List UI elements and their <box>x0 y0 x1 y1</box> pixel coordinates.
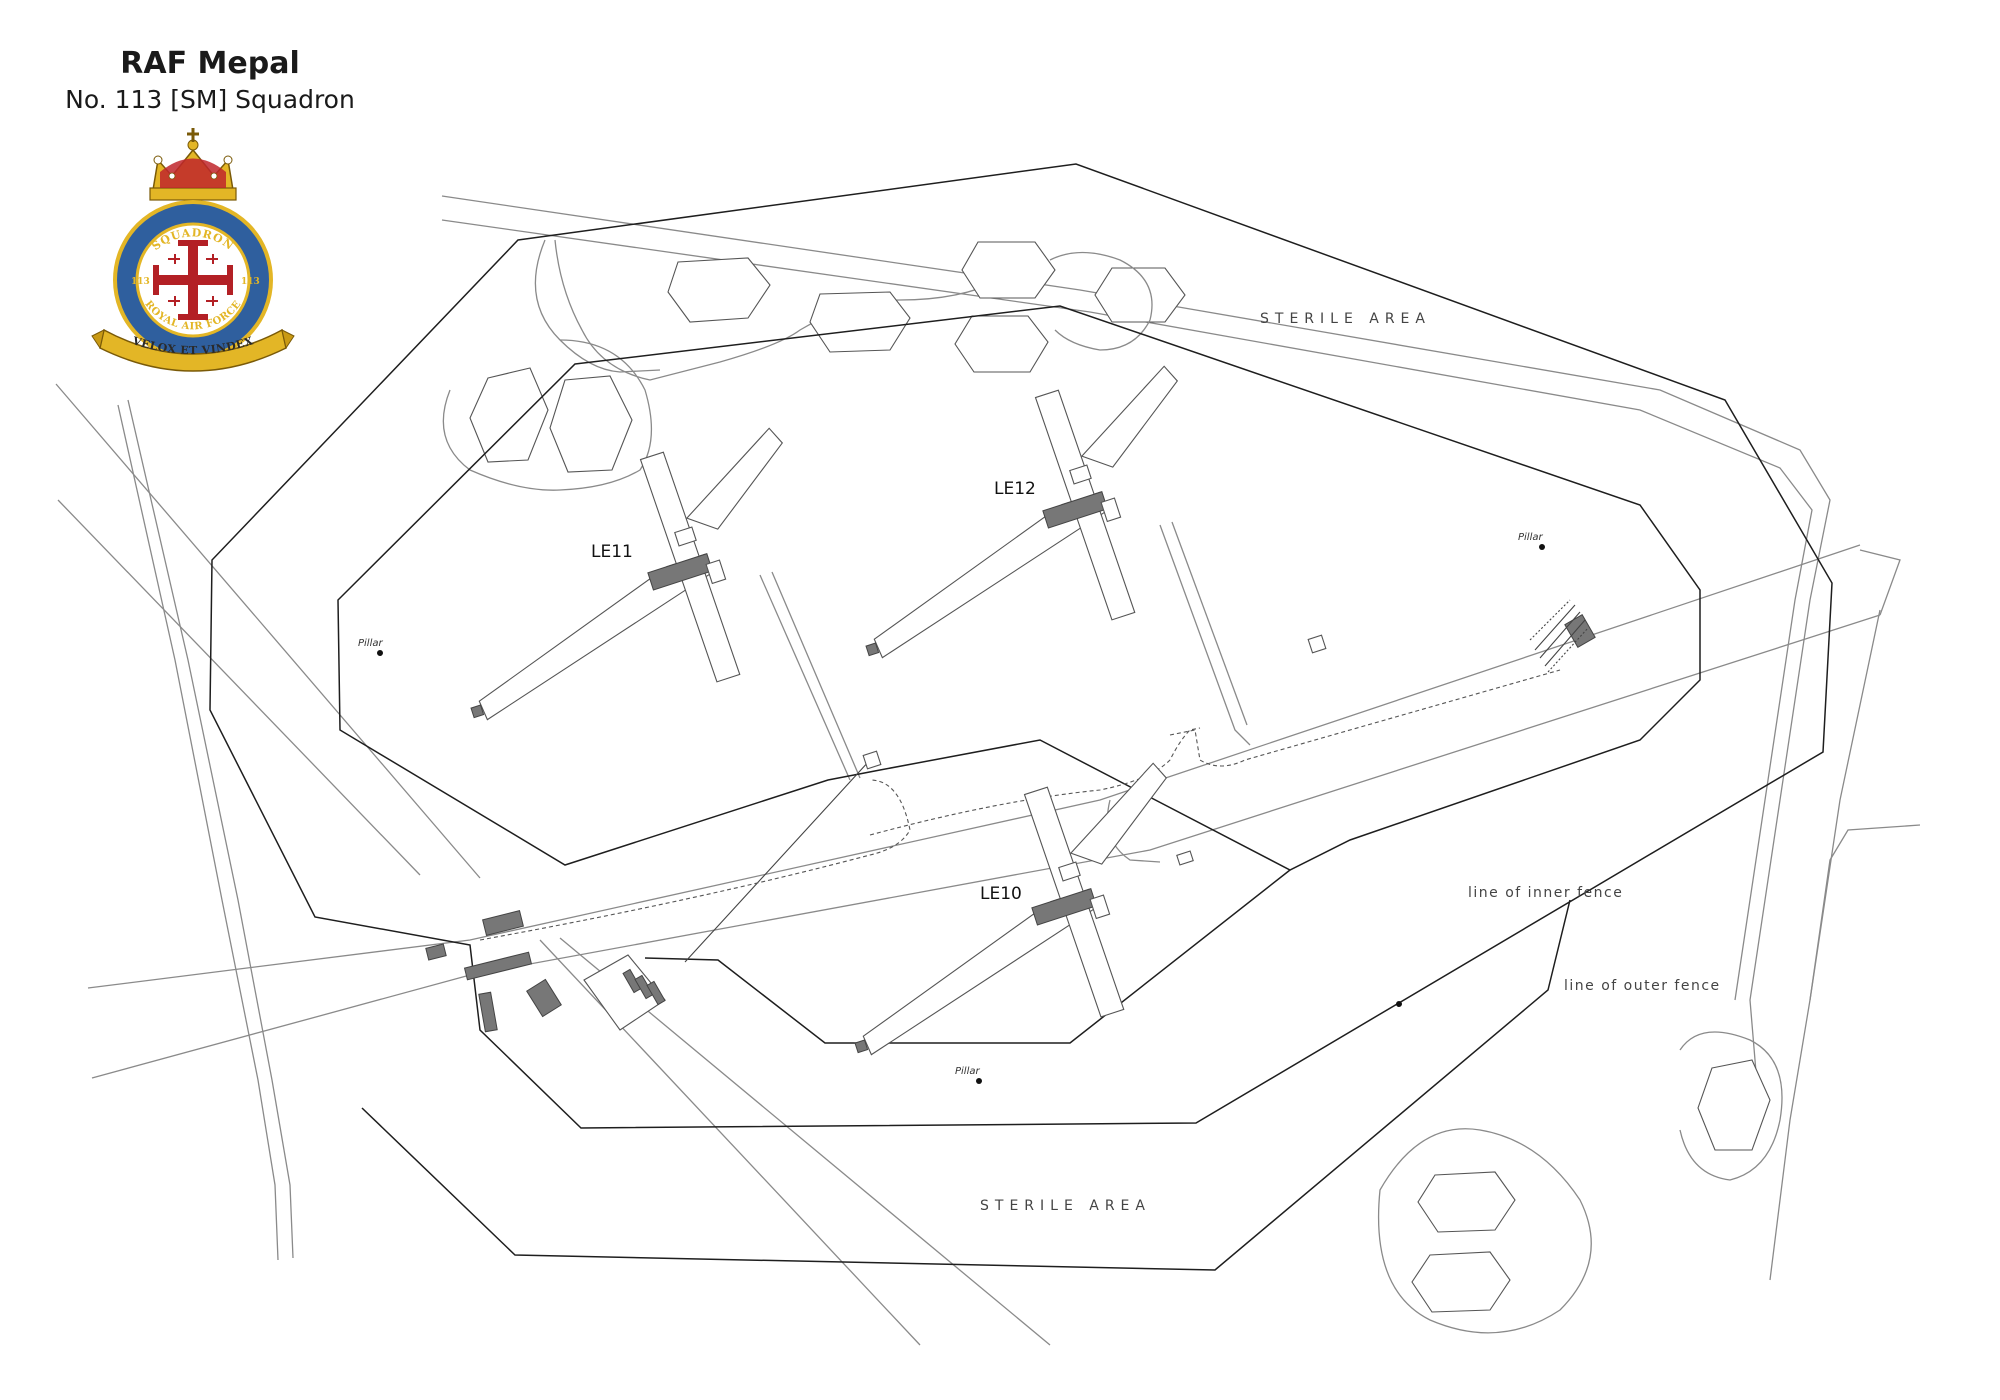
inner-fence <box>337 305 1701 871</box>
dispersal-5 <box>1094 267 1186 323</box>
track-top-a <box>441 195 1831 1121</box>
service-road-le11 <box>759 574 851 781</box>
inner-fence-south <box>644 869 1291 1044</box>
store-2 <box>526 978 562 1018</box>
le10-launcher-block <box>1031 888 1098 926</box>
scroll-end-right <box>281 329 295 350</box>
loop-nw <box>442 339 653 491</box>
dispersal-6 <box>469 367 549 463</box>
fence-connector-1 <box>684 759 871 963</box>
le10-tail <box>1069 762 1168 865</box>
road-central-diag <box>539 939 921 1346</box>
road-network <box>55 195 1921 1346</box>
le12-hut <box>865 642 880 657</box>
fences <box>209 163 1833 1271</box>
dashed-tracks <box>479 669 1561 941</box>
dashed-track-2 <box>869 727 1201 836</box>
misc-buildings <box>425 599 1596 1033</box>
road-nw-1 <box>55 383 481 879</box>
launch-emplacement-le11[interactable] <box>414 416 846 756</box>
service-road-le12 <box>1159 524 1251 746</box>
road-east-b <box>1859 549 1901 616</box>
dispersal-se-1 <box>1417 1171 1516 1233</box>
dispersal-1 <box>667 257 771 323</box>
dashed-track-1 <box>479 779 911 941</box>
outer-fence <box>209 163 1833 1129</box>
le10-blast <box>1089 894 1111 920</box>
gatehouse-2 <box>463 951 533 981</box>
pillar-dot <box>976 1078 982 1084</box>
dispersal-2 <box>809 291 911 353</box>
le11-launcher-block <box>647 553 714 591</box>
jerusalem-cross-icon <box>153 240 233 320</box>
main-band-south <box>91 614 1881 1079</box>
radar-array <box>1534 604 1586 667</box>
plinth-2 <box>1307 634 1327 654</box>
radar-ticks <box>1529 599 1589 673</box>
inner-fence-label: line of inner fence <box>1468 885 1623 901</box>
road-southeast <box>1809 824 1921 1001</box>
gatehouse-1 <box>482 910 524 936</box>
loop-se <box>1377 1128 1592 1334</box>
service-road-le11-b <box>771 571 861 779</box>
dispersal-4 <box>954 315 1049 373</box>
pillar-label: Pillar <box>358 638 383 649</box>
le11-hut <box>470 704 485 719</box>
launch-emplacement-le12[interactable] <box>809 354 1241 694</box>
crest-number-left: 113 <box>131 277 150 287</box>
outer-fence-label: line of outer fence <box>1564 978 1721 994</box>
map-title: RAF Mepal <box>120 46 300 81</box>
plinth-3 <box>1176 850 1194 866</box>
dispersal-7 <box>549 375 633 473</box>
pillar-label: Pillar <box>955 1066 980 1077</box>
plinth-1 <box>862 750 882 770</box>
pillar-label: Pillar <box>1518 532 1543 543</box>
map-title-block: RAF Mepal No. 113 [SM] Squadron <box>60 46 360 114</box>
le11-blast <box>705 559 727 585</box>
service-road-le12-b <box>1171 521 1248 726</box>
garage-bay-3 <box>646 980 666 1006</box>
pillar-dot <box>377 650 383 656</box>
loop-ne <box>1049 251 1153 351</box>
dashed-track-3 <box>1169 669 1561 767</box>
guard-hut <box>425 943 447 961</box>
le10-hut <box>854 1039 869 1054</box>
le11-tail <box>685 427 784 530</box>
pillar-dot <box>1539 544 1545 550</box>
dispersal-3 <box>961 241 1056 299</box>
site-label-le11: LE11 <box>591 542 633 562</box>
road-nw-2 <box>57 499 421 876</box>
sterile-area-label-top: STERILE AREA <box>1260 311 1431 327</box>
pillars: Pillar Pillar Pillar <box>358 532 1545 1084</box>
marker-dot <box>1396 1001 1402 1007</box>
squadron-crest: SQUADRON ROYAL AIR FORCE 113 113 VELOX E… <box>91 128 295 372</box>
outer-fence-south <box>361 899 1571 1271</box>
site-label-le10: LE10 <box>980 884 1022 904</box>
main-band-north <box>87 544 1861 989</box>
loop-north-2 <box>534 239 661 373</box>
le12-blast <box>1100 497 1122 523</box>
road-west-b <box>127 399 294 1259</box>
map-subtitle: No. 113 [SM] Squadron <box>65 85 355 114</box>
crown-icon <box>149 128 237 201</box>
site-label-le12: LE12 <box>994 479 1036 499</box>
loop-se-2 <box>1679 1031 1783 1181</box>
store-1 <box>478 991 498 1033</box>
le12-tail <box>1080 365 1179 468</box>
launch-emplacement-le10[interactable] <box>798 751 1230 1091</box>
dispersal-se-3 <box>1697 1059 1771 1151</box>
le11-lox-pad <box>674 526 697 547</box>
le12-launcher-block <box>1042 491 1109 529</box>
le10-lox-pad <box>1058 861 1081 882</box>
sterile-area-label-bottom: STERILE AREA <box>980 1198 1151 1214</box>
loop-north <box>554 239 1041 381</box>
crest-number-right: 113 <box>241 277 260 287</box>
road-west-a <box>117 404 279 1261</box>
dispersal-se-2 <box>1411 1251 1511 1313</box>
track-top-b <box>441 219 1813 1001</box>
scroll-end-left <box>91 329 105 350</box>
le12-lox-pad <box>1069 464 1092 485</box>
